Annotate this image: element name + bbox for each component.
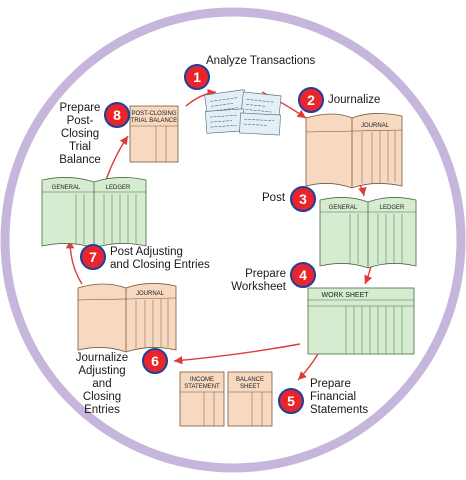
post-closing-title-1: POST-CLOSING	[131, 111, 176, 117]
step-6-badge: 6	[142, 348, 168, 374]
step-4-label: Prepare Worksheet	[231, 268, 286, 293]
step-7-label: Post Adjusting and Closing Entries	[110, 246, 210, 271]
income-statement-title-2: STATEMENT	[184, 384, 220, 390]
step-5-label: Prepare Financial Statements	[310, 378, 369, 416]
journal-book-bottom: JOURNAL	[77, 283, 177, 353]
step-1-label: Analyze Transactions	[206, 55, 316, 67]
journal-title-top: JOURNAL	[361, 123, 390, 129]
balance-sheet-title-2: SHEET	[240, 384, 260, 390]
step-3-label: Post	[262, 192, 286, 204]
ledger-book-right: GENERAL LEDGER	[319, 197, 417, 269]
ledger-title-left-right: GENERAL	[329, 205, 358, 211]
arrow-8-to-1	[185, 88, 217, 107]
ledger-title-right-left: LEDGER	[106, 185, 131, 191]
arrow-6-to-7	[65, 239, 83, 285]
step-3-badge: 3	[290, 186, 316, 212]
arrow-5-to-6	[173, 343, 301, 365]
transaction-documents	[204, 89, 282, 136]
worksheet-title: WORK SHEET	[321, 292, 369, 299]
journal-title-bottom: JOURNAL	[136, 291, 165, 297]
step-5-badge: 5	[278, 388, 304, 414]
step-8-label: Prepare Post- Closing Trial Balance	[59, 102, 101, 166]
step-1-badge: 1	[184, 64, 210, 90]
step-2-label: Journalize	[328, 94, 381, 106]
balance-sheet-title-1: BALANCE	[236, 377, 264, 383]
step-2-badge: 2	[298, 87, 324, 113]
ledger-title-left-left: GENERAL	[52, 185, 81, 191]
step-7-badge: 7	[80, 244, 106, 270]
balance-sheet-document: BALANCE SHEET	[227, 371, 273, 427]
arrow-1-to-2	[261, 91, 307, 119]
journal-book-top: JOURNAL	[305, 113, 403, 189]
step-4-badge: 4	[290, 262, 316, 288]
post-closing-trial-balance-document: POST-CLOSING TRIAL BALANCE	[129, 105, 179, 163]
income-statement-document: INCOME STATEMENT	[179, 371, 225, 427]
step-6-label: Journalize Adjusting and Closing Entries	[75, 352, 129, 416]
arrow-4-to-5	[297, 353, 319, 381]
post-closing-title-2: TRIAL BALANCE	[131, 118, 177, 124]
step-8-badge: 8	[104, 102, 130, 128]
arrow-7-to-8	[105, 135, 129, 181]
ledger-title-right-right: LEDGER	[380, 205, 405, 211]
ledger-book-left: GENERAL LEDGER	[41, 177, 147, 249]
income-statement-title-1: INCOME	[190, 377, 214, 383]
worksheet-document: WORK SHEET	[307, 287, 415, 355]
